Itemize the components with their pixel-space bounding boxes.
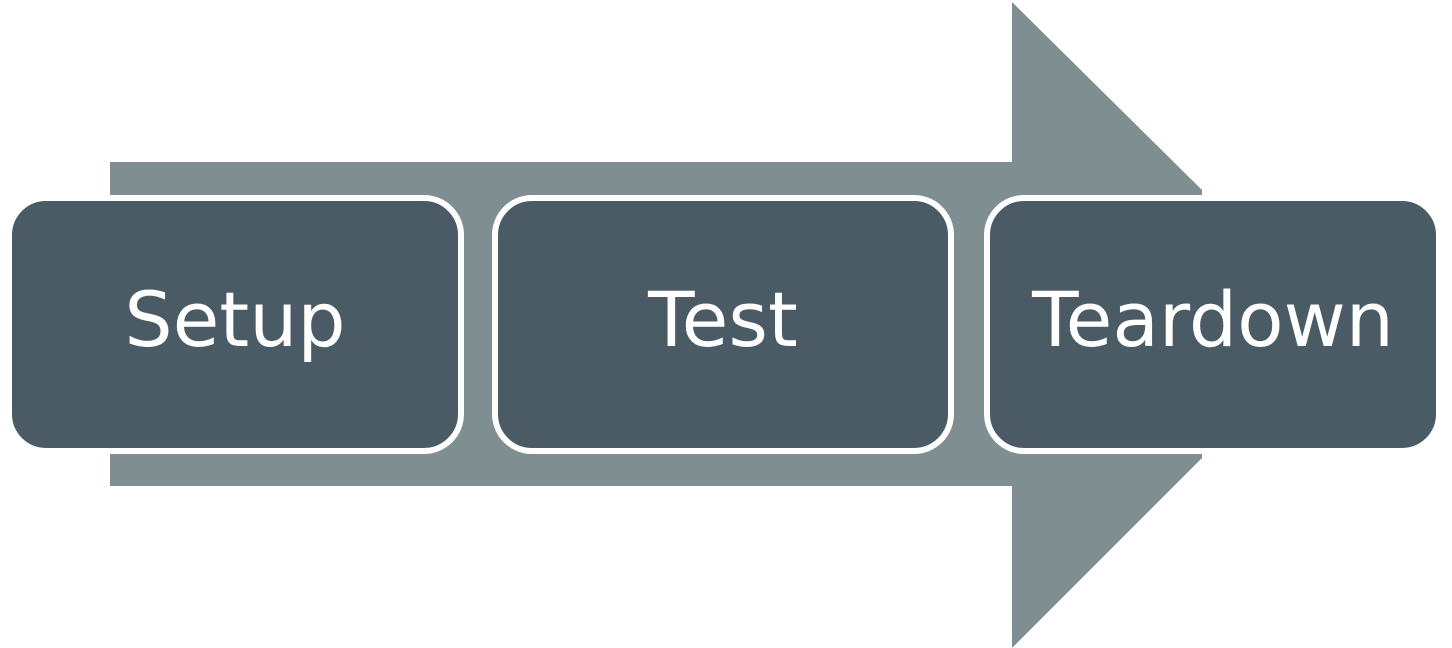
step-test-label: Test — [648, 274, 798, 364]
step-teardown-label: Teardown — [1032, 274, 1394, 364]
step-setup-label: Setup — [124, 274, 346, 364]
step-teardown: Teardown — [984, 195, 1442, 454]
step-setup: Setup — [6, 195, 464, 454]
step-test: Test — [492, 195, 954, 454]
